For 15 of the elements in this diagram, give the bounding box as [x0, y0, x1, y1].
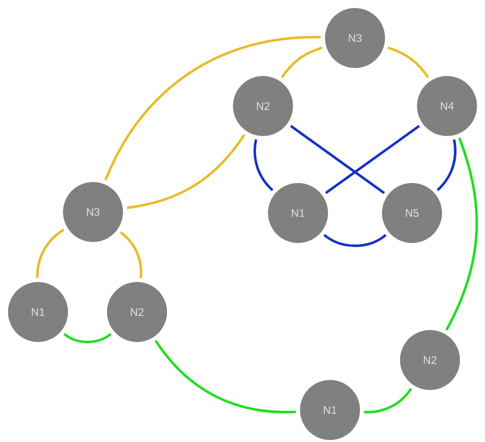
edge-line: [387, 46, 430, 78]
edge-line: [290, 124, 385, 194]
edge-line: [364, 388, 412, 414]
edge-line: [280, 46, 323, 78]
edge-line: [436, 139, 456, 192]
edge-line: [445, 137, 478, 331]
edge-line: [104, 36, 321, 181]
edge-line: [63, 332, 112, 344]
edge-line: [36, 228, 64, 278]
edge-line: [154, 340, 296, 414]
edge-line: [120, 231, 142, 278]
edge-line: [323, 234, 387, 247]
edge-line: [254, 139, 274, 192]
edge-line: [126, 134, 246, 210]
edge-line: [325, 124, 420, 194]
